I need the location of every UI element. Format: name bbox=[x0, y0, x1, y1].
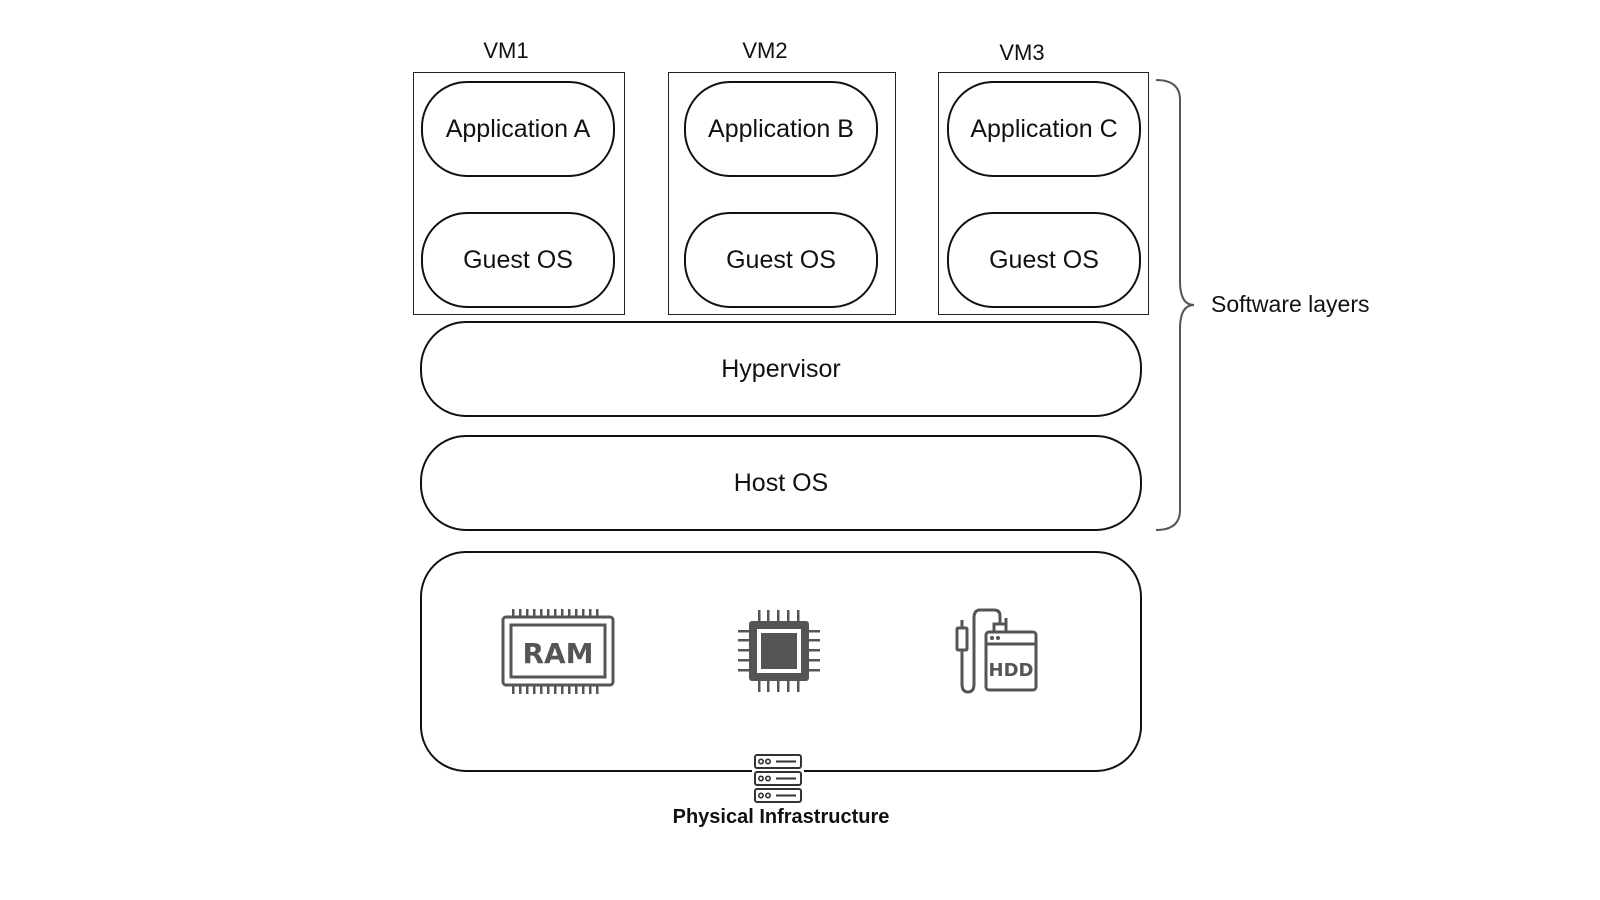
vm3-application: Application C bbox=[947, 81, 1141, 177]
software-layers-label: Software layers bbox=[1211, 291, 1370, 317]
vm2-box bbox=[668, 72, 896, 315]
vm1-application: Application A bbox=[421, 81, 615, 177]
vm3-title: VM3 bbox=[999, 40, 1045, 65]
vm2-application: Application B bbox=[684, 81, 878, 177]
ram-icon: RAM bbox=[501, 609, 615, 694]
vm1-guest-os: Guest OS bbox=[421, 212, 615, 308]
vm2-guest-os: Guest OS bbox=[684, 212, 878, 308]
server-icon bbox=[752, 752, 804, 804]
vm2-title: VM2 bbox=[742, 38, 788, 63]
vm3-box bbox=[938, 72, 1149, 315]
software-layers-brace bbox=[1155, 79, 1195, 531]
hdd-icon: HDD bbox=[955, 608, 1038, 694]
host-os-layer: Host OS bbox=[420, 435, 1142, 531]
cpu-icon bbox=[738, 610, 820, 692]
vm1-box bbox=[413, 72, 625, 315]
vm3-guest-os: Guest OS bbox=[947, 212, 1141, 308]
hypervisor-layer: Hypervisor bbox=[420, 321, 1142, 417]
ram-icon-text: RAM bbox=[522, 637, 593, 670]
physical-infrastructure-label: Physical Infrastructure bbox=[672, 806, 890, 828]
hdd-icon-text: HDD bbox=[989, 660, 1034, 681]
vm1-title: VM1 bbox=[483, 38, 529, 63]
